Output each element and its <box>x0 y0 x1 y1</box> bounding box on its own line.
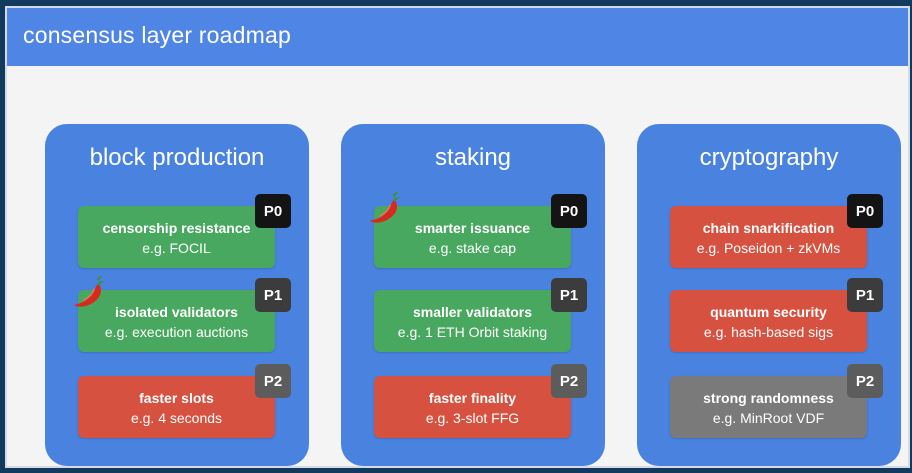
card-chain-snarkification: chain snarkification e.g. Poseidon + zkV… <box>670 194 883 268</box>
card-faster-slots: faster slots e.g. 4 seconds P2 <box>78 364 291 438</box>
priority-badge: P1 <box>255 278 291 312</box>
card-name: smarter issuance <box>414 220 531 236</box>
card-strong-randomness: strong randomness e.g. MinRoot VDF P2 <box>670 364 883 438</box>
card-example: e.g. MinRoot VDF <box>712 410 825 426</box>
column-title: staking <box>434 144 512 171</box>
card-smarter-issuance: smarter issuance e.g. stake cap P0 <box>369 192 587 268</box>
priority-badge: P1 <box>847 278 883 312</box>
card-example: e.g. 3-slot FFG <box>425 410 520 426</box>
card-name: faster slots <box>139 390 214 406</box>
priority-badge: P0 <box>255 194 291 228</box>
slide-title: consensus layer roadmap <box>23 22 291 48</box>
card-smaller-validators: smaller validators e.g. 1 ETH Orbit stak… <box>374 278 587 352</box>
card-example: e.g. execution auctions <box>104 324 249 340</box>
card-example: e.g. hash-based sigs <box>703 324 834 340</box>
priority-badge: P2 <box>847 364 883 398</box>
card-name: strong randomness <box>703 390 834 406</box>
card-example: e.g. Poseidon + zkVMs <box>696 240 841 256</box>
card-faster-finality: faster finality e.g. 3-slot FFG P2 <box>374 364 587 438</box>
priority-badge: P1 <box>551 278 587 312</box>
column-staking: staking smarter issuance e.g. stake cap … <box>341 124 605 466</box>
card-isolated-validators: isolated validators e.g. execution aucti… <box>73 276 291 352</box>
priority-badge: P0 <box>551 194 587 228</box>
card-name: quantum security <box>710 304 827 320</box>
column-cryptography: cryptography chain snarkification e.g. P… <box>637 124 901 466</box>
card-example: e.g. FOCIL <box>142 240 211 256</box>
card-example: e.g. 1 ETH Orbit staking <box>397 324 548 340</box>
priority-badge: P0 <box>847 194 883 228</box>
chili-pepper-icon <box>73 276 105 307</box>
column-block-production: block production censorship resistance e… <box>45 124 309 466</box>
card-name: chain snarkification <box>702 220 835 236</box>
card-name: censorship resistance <box>102 220 251 236</box>
card-censorship-resistance: censorship resistance e.g. FOCIL P0 <box>78 194 291 268</box>
slide: consensus layer roadmap block production… <box>5 6 910 468</box>
card-example: e.g. stake cap <box>428 240 517 256</box>
card-name: faster finality <box>428 390 517 406</box>
column-title: block production <box>89 144 265 171</box>
priority-badge: P2 <box>551 364 587 398</box>
card-quantum-security: quantum security e.g. hash-based sigs P1 <box>670 278 883 352</box>
chili-pepper-icon <box>369 192 401 223</box>
priority-badge: P2 <box>255 364 291 398</box>
column-title: cryptography <box>699 144 839 171</box>
slide-header: consensus layer roadmap <box>7 8 908 66</box>
card-example: e.g. 4 seconds <box>130 410 223 426</box>
card-name: smaller validators <box>412 304 533 320</box>
card-name: isolated validators <box>115 304 238 320</box>
